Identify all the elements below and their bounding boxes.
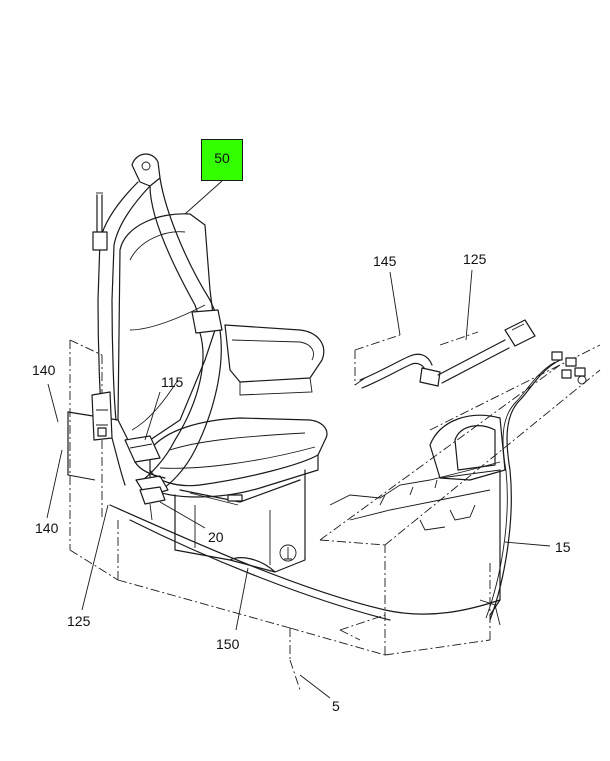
armrest	[224, 324, 325, 396]
callout-125-top[interactable]: 125	[463, 251, 487, 267]
shoulder-belt	[97, 153, 223, 497]
callout-115[interactable]: 115	[161, 374, 184, 390]
floor-pan	[109, 461, 501, 621]
callout-50-highlighted[interactable]: 50	[201, 139, 243, 181]
leader-lines	[46, 180, 551, 699]
left-pillar-hardware	[67, 391, 126, 486]
callout-140-bottom[interactable]: 140	[35, 520, 59, 536]
belt-part-145	[354, 353, 441, 389]
callout-140-top[interactable]: 140	[32, 362, 56, 378]
callout-15[interactable]: 15	[555, 539, 571, 555]
inboard-buckle	[124, 435, 166, 479]
floor-anchor	[139, 486, 166, 521]
callout-145[interactable]: 145	[373, 253, 397, 269]
belt-part-125-top	[437, 319, 536, 384]
callout-20[interactable]: 20	[208, 529, 224, 545]
upper-anchor-post	[92, 192, 108, 251]
callout-125-bottom[interactable]: 125	[67, 613, 91, 629]
seat-cushion	[149, 417, 328, 498]
seat-pedestal	[174, 469, 306, 573]
callout-5[interactable]: 5	[332, 698, 340, 714]
wire-harness	[485, 351, 587, 621]
callout-150[interactable]: 150	[216, 636, 240, 652]
